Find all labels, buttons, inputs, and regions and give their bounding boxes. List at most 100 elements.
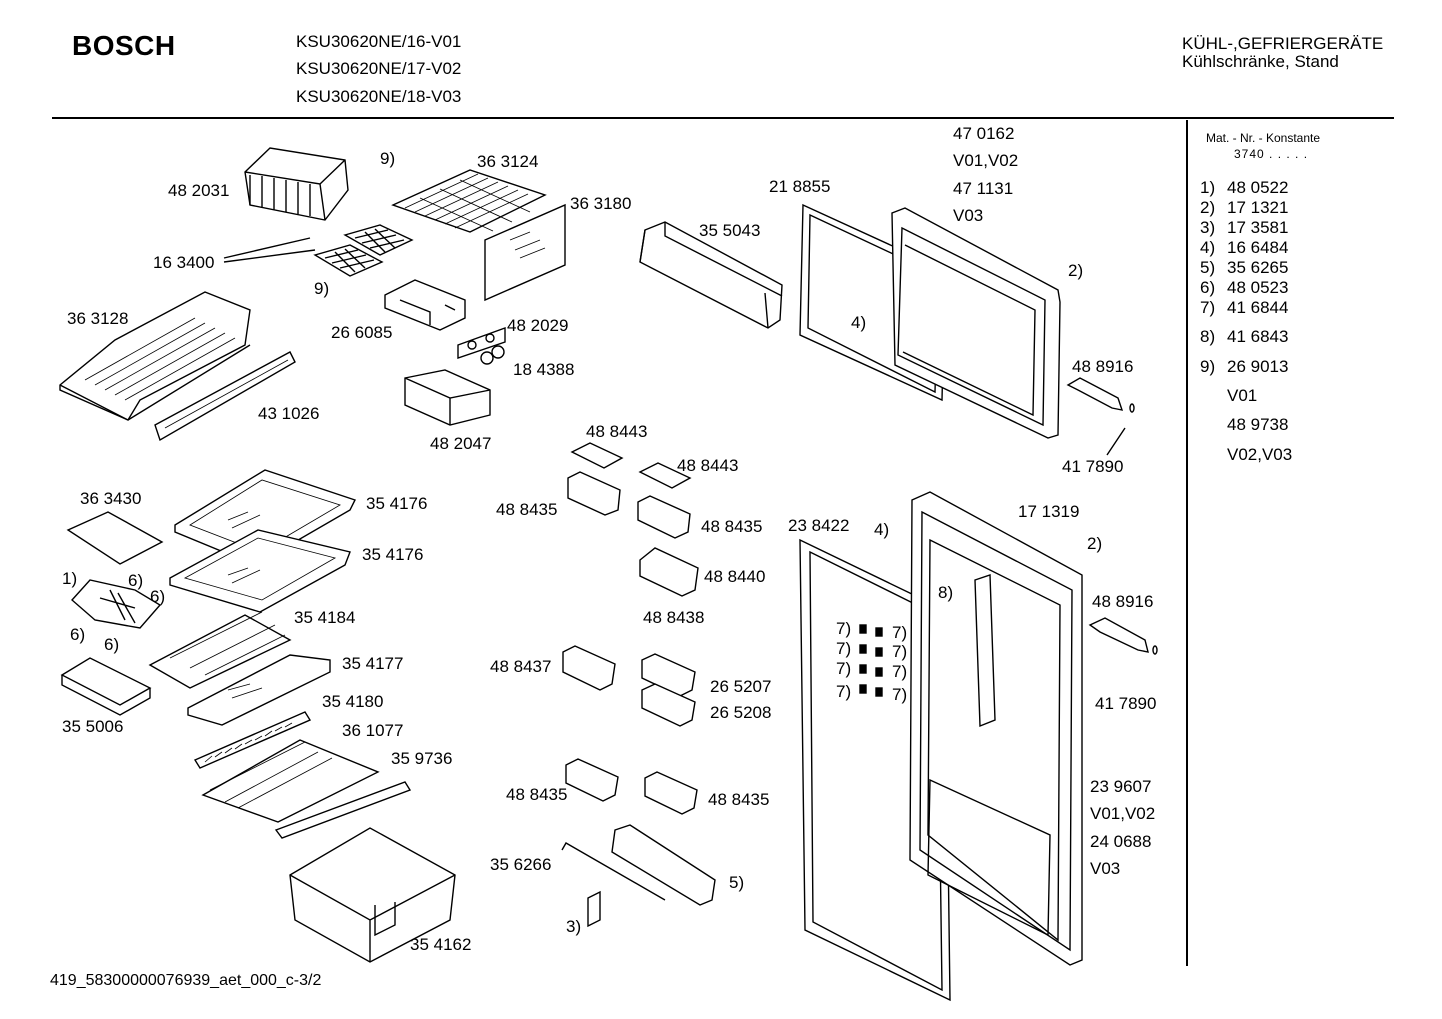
part-label: 48 8435 xyxy=(701,517,763,536)
part-label: 4) xyxy=(851,313,867,332)
part-label: 26 5208 xyxy=(710,703,772,722)
part-label: 4) xyxy=(874,520,890,539)
constant-item-index: 6) xyxy=(1200,278,1216,297)
model-line-3: KSU30620NE/18-V03 xyxy=(296,87,462,106)
part-label: 7) xyxy=(892,685,908,704)
door-bin xyxy=(562,645,616,691)
part-label: 6) xyxy=(128,571,144,590)
clip xyxy=(587,890,601,928)
part-label: 2) xyxy=(1068,261,1084,280)
part-label: 17 1319 xyxy=(1018,502,1080,521)
door-handle xyxy=(1088,617,1149,653)
part-label: 21 8855 xyxy=(769,177,831,196)
bracket xyxy=(384,279,466,331)
egg-tray xyxy=(638,462,692,489)
part-label: 48 8435 xyxy=(708,790,770,809)
part-label: 26 6085 xyxy=(331,323,393,342)
variant-label: V02,V03 xyxy=(1227,445,1293,464)
part-label: 35 4162 xyxy=(410,935,472,954)
part-label: 48 8443 xyxy=(677,456,739,475)
part-label: 23 8422 xyxy=(788,516,850,535)
part-label: 24 0688 xyxy=(1090,832,1152,851)
knob xyxy=(480,345,505,365)
part-label: 3) xyxy=(566,917,582,936)
door-handle xyxy=(1066,377,1124,411)
part-label: 35 5006 xyxy=(62,717,124,736)
constant-item-number: 16 6484 xyxy=(1227,238,1289,257)
ice-tray xyxy=(343,224,414,256)
grid-shelf xyxy=(391,169,547,233)
part-label: V01,V02 xyxy=(1090,804,1156,823)
category-title: KÜHL-,GEFRIERGERÄTE xyxy=(1182,34,1384,53)
document-id: 419_58300000076939_aet_000_c-3/2 xyxy=(50,972,322,989)
part-label: 48 8435 xyxy=(506,785,568,804)
ice-compartment-housing xyxy=(244,147,349,221)
ice-tray xyxy=(313,244,384,277)
part-label: 7) xyxy=(836,619,852,638)
part-label: 48 8438 xyxy=(643,608,705,627)
part-label: 7) xyxy=(892,642,908,661)
part-label: 18 4388 xyxy=(513,360,575,379)
door-bin xyxy=(641,653,696,697)
part-label: 48 8435 xyxy=(496,500,558,519)
trim-strip xyxy=(154,351,296,442)
part-label: 36 1077 xyxy=(342,721,404,740)
part-label: 6) xyxy=(104,635,120,654)
part-label: 36 3430 xyxy=(80,489,142,508)
part-label: 8) xyxy=(938,583,954,602)
constant-item-number: 48 0522 xyxy=(1227,178,1289,197)
rod xyxy=(561,842,666,901)
part-label: 1) xyxy=(62,569,78,588)
constant-item-index: 1) xyxy=(1200,178,1216,197)
part-label: 35 4184 xyxy=(294,608,356,627)
variant-label: V01 xyxy=(1227,386,1258,405)
part-label: 2) xyxy=(1087,534,1103,553)
part-label: 47 1131 xyxy=(953,179,1014,198)
part-label: 36 3124 xyxy=(477,152,539,171)
bottle-shelf xyxy=(611,824,716,906)
variant-part-number: 48 9738 xyxy=(1227,415,1289,434)
constant-item-index: 9) xyxy=(1200,357,1216,376)
constant-item-index: 3) xyxy=(1200,218,1216,237)
door-bin xyxy=(567,471,621,516)
small-tray xyxy=(60,657,152,716)
part-label: 7) xyxy=(836,682,852,701)
part-label: 36 3180 xyxy=(570,194,632,213)
constant-item-number: 41 6844 xyxy=(1227,298,1289,317)
leader-line xyxy=(1106,427,1126,456)
part-label: 5) xyxy=(729,873,745,892)
model-line-2: KSU30620NE/17-V02 xyxy=(296,59,462,78)
model-line-1: KSU30620NE/16-V01 xyxy=(296,32,462,51)
constant-item-index: 4) xyxy=(1200,238,1216,257)
leader-line xyxy=(223,237,311,259)
part-label: 7) xyxy=(836,639,852,658)
part-label: 9) xyxy=(314,279,330,298)
part-label: 48 2047 xyxy=(430,434,492,453)
door-bin xyxy=(641,683,696,727)
constant-item-number: 41 6843 xyxy=(1227,327,1289,346)
constant-item-index: 8) xyxy=(1200,327,1216,346)
part-label: 35 6266 xyxy=(490,855,552,874)
crisper-cover xyxy=(201,739,412,839)
part-label: 9) xyxy=(380,149,396,168)
part-label: 35 9736 xyxy=(391,749,453,768)
constant-item-number: 35 6265 xyxy=(1227,258,1289,277)
part-label: 23 9607 xyxy=(1090,777,1152,796)
part-label: 6) xyxy=(70,625,86,644)
grille-strip xyxy=(193,711,312,769)
door-bin xyxy=(637,495,691,539)
part-label: 35 4176 xyxy=(366,494,428,513)
brand-logo: BOSCH xyxy=(72,30,176,61)
part-label: V03 xyxy=(953,206,984,225)
part-label: 48 2031 xyxy=(168,181,230,200)
glass-shelf-front xyxy=(187,654,331,726)
fridge-door xyxy=(909,491,1083,966)
freezer-door xyxy=(891,207,1061,439)
screw-cap xyxy=(1129,403,1135,413)
glass-shelf xyxy=(169,529,351,613)
part-label: 43 1026 xyxy=(258,404,320,423)
part-label: 6) xyxy=(150,587,166,606)
sidebar-divider xyxy=(1186,120,1188,966)
glass-shelf xyxy=(174,469,356,566)
part-label: V03 xyxy=(1090,859,1121,878)
